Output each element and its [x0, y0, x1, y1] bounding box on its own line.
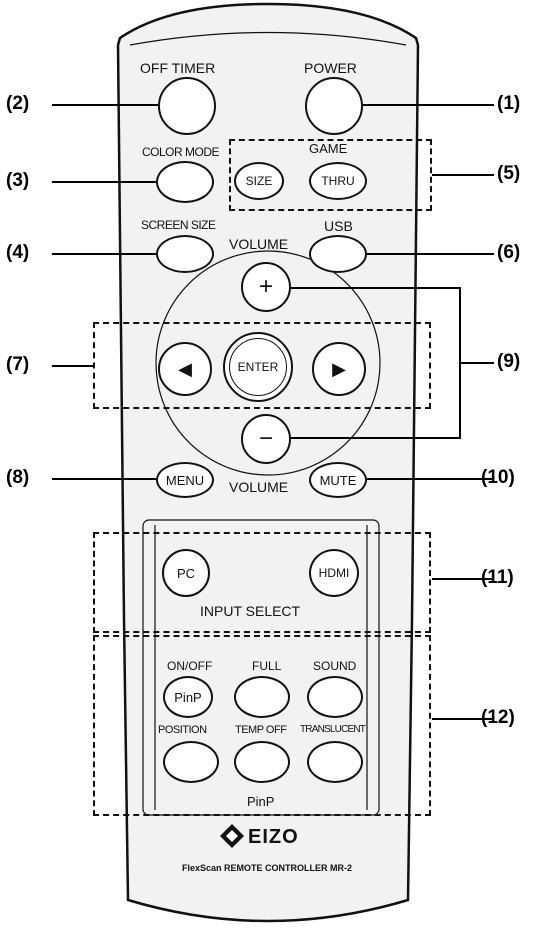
callout-2: (2)	[6, 93, 30, 114]
temp-off-button[interactable]	[234, 741, 290, 783]
pc-button-label: PC	[176, 565, 196, 581]
volume-down-button[interactable]: −	[241, 414, 291, 464]
mute-button[interactable]: MUTE	[309, 462, 367, 498]
enter-button[interactable]: ENTER	[223, 332, 293, 402]
callout-1: (1)	[497, 93, 521, 114]
callout-6: (6)	[497, 242, 521, 263]
callout-9: (9)	[497, 351, 521, 372]
mute-button-label: MUTE	[319, 472, 357, 488]
full-label: FULL	[252, 659, 282, 673]
pinp-button-label: PinP	[174, 689, 202, 705]
brand-logo: EIZO	[248, 826, 299, 848]
sound-label: SOUND	[313, 659, 357, 673]
sound-button[interactable]	[307, 676, 363, 718]
leader-line-1	[363, 104, 494, 106]
callout-8: (8)	[6, 467, 30, 488]
group-input-select-box	[93, 532, 431, 633]
left-arrow-icon: ◀	[178, 358, 192, 379]
usb-label: USB	[324, 218, 353, 234]
off-timer-button[interactable]	[158, 77, 216, 135]
group-game-box	[229, 139, 432, 211]
model-label: FlexScan REMOTE CONTROLLER MR-2	[182, 863, 353, 873]
off-timer-label: OFF TIMER	[140, 60, 216, 76]
hdmi-button[interactable]: HDMI	[309, 549, 359, 597]
thru-button[interactable]: THRU	[309, 162, 367, 200]
left-arrow-button[interactable]: ◀	[158, 342, 212, 396]
color-mode-label: COLOR MODE	[142, 145, 220, 159]
leader-line-3	[52, 181, 156, 183]
pinp-group-label: PinP	[247, 794, 275, 809]
leader-line-6	[367, 253, 494, 255]
color-mode-button[interactable]	[156, 161, 214, 203]
leader-line-4	[52, 253, 156, 255]
screen-size-label: SCREEN SIZE	[141, 218, 216, 232]
usb-button[interactable]	[309, 235, 367, 273]
translucent-button[interactable]	[307, 741, 363, 783]
right-arrow-button[interactable]: ▶	[312, 342, 366, 396]
thru-button-label: THRU	[321, 174, 355, 188]
callout-5: (5)	[497, 163, 521, 184]
minus-icon: −	[258, 425, 273, 452]
size-button[interactable]: SIZE	[234, 162, 284, 200]
volume-up-button[interactable]: +	[241, 262, 291, 312]
power-button[interactable]	[305, 77, 363, 135]
dpad-ring	[155, 250, 381, 476]
leader-line-9-top	[291, 287, 461, 289]
callout-11: (11)	[481, 567, 514, 588]
translucent-label: TRANSLUCENT	[300, 724, 366, 735]
enter-button-inner: ENTER	[229, 338, 287, 396]
on-off-label: ON/OFF	[167, 659, 213, 673]
screen-size-button[interactable]	[156, 235, 214, 273]
position-label: POSITION	[158, 724, 207, 736]
callout-10: (10)	[481, 467, 515, 488]
full-button[interactable]	[234, 676, 290, 718]
leader-line-7	[52, 365, 93, 367]
leader-line-12	[432, 718, 494, 720]
eizo-logo-icon	[220, 824, 244, 848]
leader-line-2	[52, 104, 158, 106]
group-navigation-box	[93, 322, 431, 409]
leader-line-11	[432, 578, 494, 580]
group-pinp-box	[93, 635, 431, 816]
hdmi-button-label: HDMI	[318, 566, 350, 580]
plus-icon: +	[258, 273, 273, 300]
power-label: POWER	[304, 60, 357, 76]
callout-4: (4)	[6, 242, 30, 263]
enter-label: ENTER	[237, 360, 279, 374]
callout-3: (3)	[6, 170, 30, 191]
callout-12: (12)	[481, 707, 515, 728]
leader-line-10	[367, 478, 494, 480]
volume-top-label: VOLUME	[229, 236, 289, 252]
leader-line-8	[52, 478, 156, 480]
position-button[interactable]	[163, 741, 219, 783]
volume-bottom-label: VOLUME	[229, 479, 289, 495]
menu-button[interactable]: MENU	[156, 462, 214, 498]
callout-7: (7)	[6, 354, 30, 375]
size-button-label: SIZE	[245, 174, 273, 188]
leader-line-5	[432, 174, 494, 176]
menu-button-label: MENU	[165, 472, 205, 488]
leader-line-9	[459, 362, 494, 364]
right-arrow-icon: ▶	[332, 358, 346, 379]
leader-line-9-bottom	[291, 437, 461, 439]
temp-off-label: TEMP OFF	[235, 724, 287, 736]
pinp-onoff-button[interactable]: PinP	[163, 676, 213, 718]
input-select-label: INPUT SELECT	[200, 603, 301, 619]
game-label: GAME	[306, 141, 351, 156]
pc-button[interactable]: PC	[162, 549, 210, 597]
